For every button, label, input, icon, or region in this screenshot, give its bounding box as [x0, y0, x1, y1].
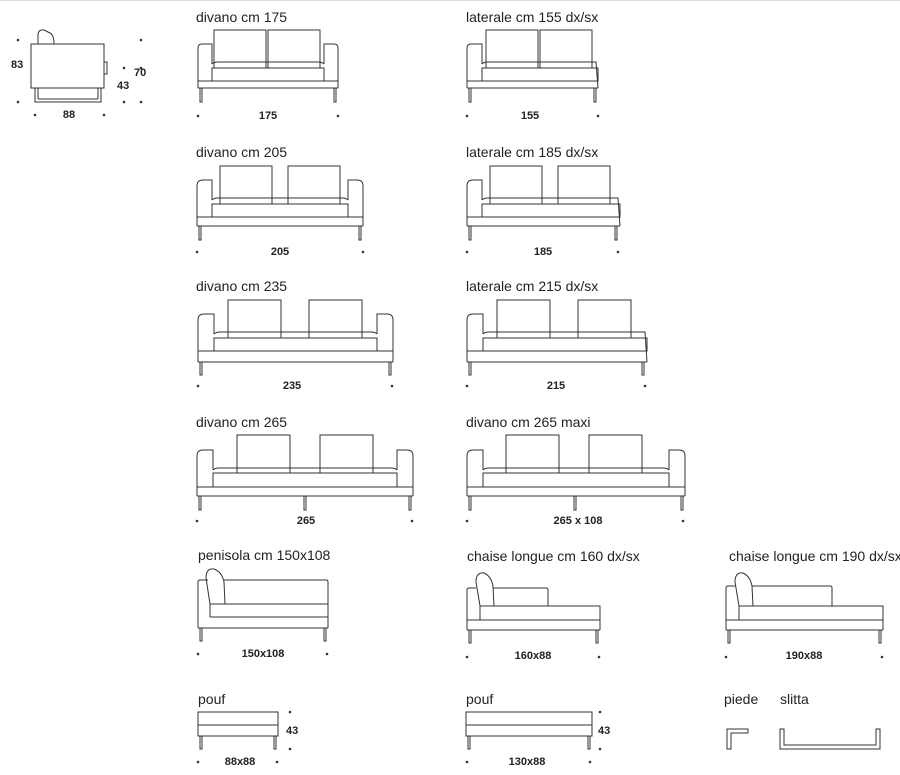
item-dimension: 265 x 108 — [553, 515, 603, 527]
item-dimension: 215 — [546, 380, 566, 392]
side-seat-height-label: 43 — [117, 80, 130, 92]
sofa-lateral-185-drawing — [466, 165, 621, 241]
side-back-height-label: 70 — [134, 67, 147, 79]
item-title: divano cm 265 — [196, 414, 288, 430]
item-dimension: 130x88 — [508, 756, 546, 768]
item-title: pouf — [466, 691, 494, 707]
sofa-235-drawing — [197, 299, 394, 376]
sofa-205-drawing — [196, 165, 364, 241]
chaise-longue-160-drawing — [466, 572, 601, 644]
sofa-265-maxi-drawing — [466, 434, 686, 511]
sofa-lateral-155-drawing — [466, 29, 599, 103]
item-title: laterale cm 215 dx/sx — [466, 278, 599, 294]
side-depth-label: 88 — [62, 109, 76, 121]
item-dimension: 150x108 — [241, 648, 285, 660]
accessory-label: piede — [724, 691, 759, 707]
sofa-175-drawing — [197, 29, 339, 103]
item-height: 43 — [286, 725, 299, 737]
sled-drawing — [779, 728, 881, 750]
side-total-height-label: 83 — [11, 59, 24, 71]
dimension-dots — [16, 38, 884, 764]
item-title: divano cm 205 — [196, 144, 288, 160]
item-title: laterale cm 155 dx/sx — [466, 9, 599, 25]
item-dimension: 160x88 — [514, 650, 552, 662]
item-dimension: 190x88 — [785, 650, 823, 662]
item-dimension: 265 — [296, 515, 316, 527]
item-title: chaise longue cm 160 dx/sx — [467, 548, 640, 564]
item-dimension: 235 — [282, 380, 302, 392]
item-title: divano cm 175 — [196, 9, 288, 25]
top-divider — [0, 0, 900, 1]
sofa-lateral-215-drawing — [466, 299, 648, 376]
item-title: divano cm 265 maxi — [466, 414, 591, 430]
item-title: laterale cm 185 dx/sx — [466, 144, 599, 160]
item-dimension: 205 — [270, 246, 290, 258]
peninsula-drawing — [197, 568, 329, 642]
item-title: chaise longue cm 190 dx/sx — [729, 548, 900, 564]
item-height: 43 — [598, 725, 611, 737]
item-title: penisola cm 150x108 — [198, 547, 331, 563]
foot-drawing — [726, 728, 749, 750]
item-dimension: 185 — [533, 246, 553, 258]
side-view-drawing — [30, 29, 108, 103]
item-title: divano cm 235 — [196, 278, 288, 294]
sofa-265-drawing — [196, 434, 414, 511]
pouf-88-drawing — [197, 711, 279, 750]
item-dimension: 88x88 — [224, 756, 256, 768]
item-dimension: 175 — [258, 110, 278, 122]
item-dimension: 155 — [520, 110, 540, 122]
chaise-longue-190-drawing — [725, 572, 884, 644]
item-title: pouf — [198, 691, 226, 707]
pouf-130-drawing — [465, 711, 593, 750]
accessory-label: slitta — [780, 691, 809, 707]
